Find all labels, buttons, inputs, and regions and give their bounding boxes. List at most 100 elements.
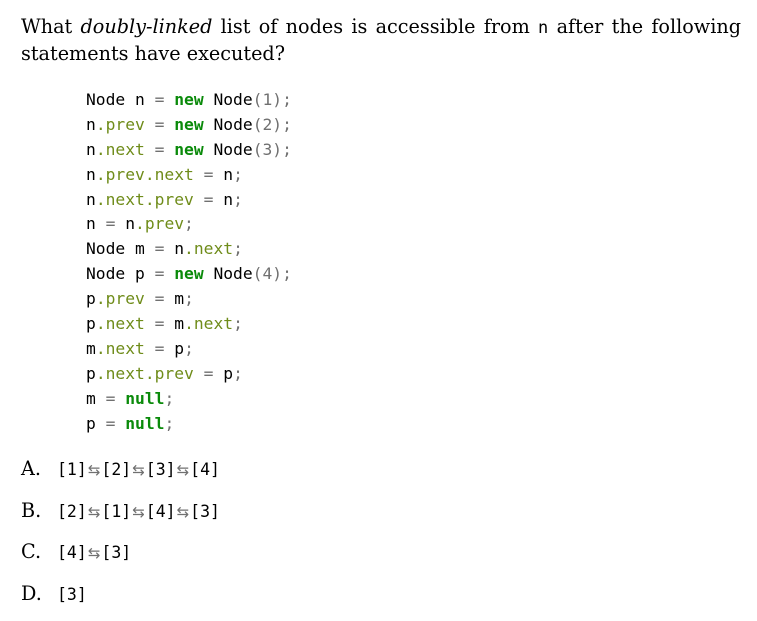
code-token: = [154,289,175,309]
node-label: [2] [101,460,132,479]
code-token: ; [184,214,194,234]
code-token: .next [95,139,155,159]
code-line: n.next.prev = n; [86,188,292,213]
code-token: p [223,363,234,383]
question-suffix: after the following statements have exec… [21,15,741,65]
code-line: Node n = new Node(1); [86,88,292,113]
code-line: Node m = n.next; [86,237,292,262]
code-token: = [154,338,175,358]
code-line: n.next = new Node(3); [86,138,292,163]
code-token: ; [184,338,194,358]
code-token: .next [95,314,155,334]
option-node-sequence: [4]⇆[3] [57,543,131,562]
option-letter: A. [21,457,41,480]
bidirectional-arrow-icon: ⇆ [87,503,101,521]
code-token: n [86,164,96,184]
code-line: n.prev = new Node(2); [86,113,292,138]
code-line: n = n.prev; [86,212,292,237]
question-text: What doubly-linked list of nodes is acce… [21,14,741,67]
code-line: p.next.prev = p; [86,362,292,387]
code-token: (2); [252,114,292,134]
code-token: n [86,114,96,134]
code-token: Node [213,90,253,109]
code-token: n [223,164,234,184]
code-line: Node p = new Node(4); [86,262,292,287]
code-token: = [203,189,224,209]
option-node-sequence: [1]⇆[2]⇆[3]⇆[4] [57,460,220,479]
code-token: Node [213,139,253,159]
code-token: ; [233,189,243,209]
code-token: = [154,239,175,259]
code-token: = [154,114,175,134]
node-label: [4] [57,543,87,562]
code-token: p [86,413,106,433]
code-token: new [174,114,214,134]
answer-option[interactable]: C. [4]⇆[3] [21,538,131,566]
code-line: n.prev.next = n; [86,163,292,188]
question-variable: n [538,18,549,38]
answer-option[interactable]: A. [1]⇆[2]⇆[3]⇆[4] [21,455,220,483]
option-node-sequence: [3] [57,585,87,604]
node-label: [3] [190,502,220,521]
code-token: p [86,363,96,383]
code-token: ; [233,363,243,383]
code-block: Node n = new Node(1);n.prev = new Node(2… [86,88,292,436]
question-emphasis: doubly-linked [80,15,213,38]
code-token: = [105,413,126,433]
node-label: [3] [57,585,87,604]
code-token: Node p [86,264,155,284]
node-label: [4] [190,460,220,479]
answer-option[interactable]: B.[2]⇆[1]⇆[4]⇆[3] [21,497,220,525]
question-prefix: What [21,15,81,38]
code-token: (1); [252,90,292,109]
bidirectional-arrow-icon: ⇆ [176,461,190,479]
code-token: new [174,139,214,159]
node-label: [3] [145,460,176,479]
code-token: .next.prev [95,189,204,209]
code-token: = [105,388,126,408]
bidirectional-arrow-icon: ⇆ [132,503,145,521]
code-token: .prev [95,289,155,309]
code-line: m = null; [86,387,292,412]
code-token: new [174,264,214,284]
code-line: p = null; [86,412,292,437]
option-node-sequence: [2]⇆[1]⇆[4]⇆[3] [57,502,220,521]
bidirectional-arrow-icon: ⇆ [132,461,145,479]
code-token: new [174,90,214,109]
code-token: p [174,338,185,358]
code-token: n [86,189,96,209]
code-token: ; [184,289,194,309]
code-token: = [105,214,126,234]
option-letter: C. [21,540,42,563]
code-token: Node [213,264,253,284]
code-token: = [154,90,175,109]
code-token: = [203,363,224,383]
code-token: m [86,388,106,408]
bidirectional-arrow-icon: ⇆ [87,544,101,562]
code-token: ; [164,388,175,408]
code-token: null [125,388,165,408]
code-token: n [223,189,234,209]
code-token: m [86,338,96,358]
code-token: = [154,314,175,334]
option-letter: B. [21,499,42,522]
code-token: m [174,314,185,334]
code-token: .next.prev [95,363,204,383]
code-token: m [174,289,185,309]
code-line: p.prev = m; [86,287,292,312]
code-token: n [86,139,96,159]
code-token: .prev [95,114,155,134]
node-label: [2] [57,502,87,521]
code-token: = [154,264,175,284]
code-line: p.next = m.next; [86,312,292,337]
code-token: ; [233,164,243,184]
code-token: .prev [135,214,185,234]
node-label: [1] [101,502,132,521]
code-token: (4); [252,264,292,284]
answer-option[interactable]: D.[3] [21,580,87,608]
code-token: ; [233,314,243,334]
node-label: [3] [101,543,132,562]
node-label: [4] [145,502,176,521]
code-token: .next [184,314,234,334]
